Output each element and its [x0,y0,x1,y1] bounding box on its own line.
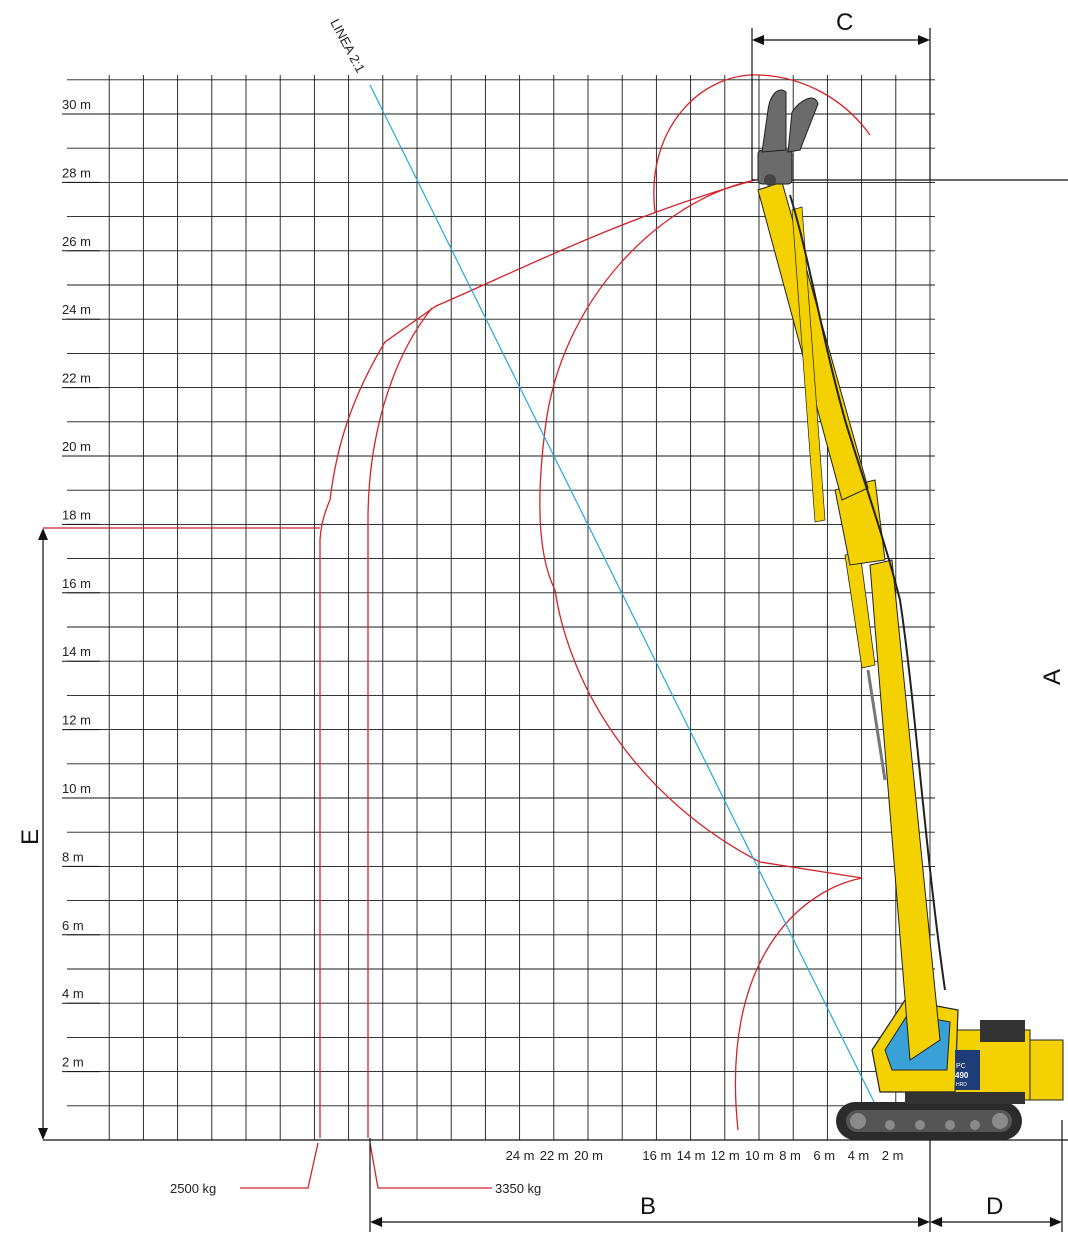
reach-label: 16 m [642,1148,671,1163]
envelope-top-arc [653,74,871,213]
load-leader-inner [369,1142,492,1189]
working-envelope [43,74,871,1189]
reach-axis: 24 m 22 m 20 m 16 m 14 m 12 m 10 m 8 m 6 m 4 m 2 m [506,1148,904,1163]
height-label: 14 m [62,644,91,659]
reach-label: 4 m [848,1148,870,1163]
reach-label: 24 m [506,1148,535,1163]
height-label: 4 m [62,986,84,1001]
envelope-outer-curve [319,179,756,1138]
model-number: 490 [955,1071,969,1080]
height-label: 28 m [62,165,91,180]
height-label: 12 m [62,713,91,728]
lower-boom [869,559,941,1061]
dimension-b: B [640,1193,656,1220]
height-label: 26 m [62,234,91,249]
reach-label: 22 m [540,1148,569,1163]
reach-label: 12 m [711,1148,740,1163]
reach-label: 2 m [882,1148,904,1163]
reach-label: 6 m [813,1148,835,1163]
height-label: 6 m [62,918,84,933]
height-label: 30 m [62,97,91,112]
reach-label: 10 m [745,1148,774,1163]
ratio-line [369,84,879,1111]
reach-grid [43,75,1068,1141]
ratio-line-label: LINEA 2:1 [327,16,368,75]
dimension-e: E [17,829,44,845]
height-label: 8 m [62,849,84,864]
height-label: 18 m [62,507,91,522]
load-leader-outer [240,1142,319,1189]
height-label: 10 m [62,781,91,796]
model-top: PC [956,1063,966,1070]
excavator-illustration: PC 490 HRD [757,89,1064,1140]
dimension-d: D [986,1193,1003,1220]
height-label: 2 m [62,1055,84,1070]
demolition-shear [757,89,819,186]
reach-label: 14 m [677,1148,706,1163]
reach-label: 20 m [574,1148,603,1163]
load-outer-label: 2500 kg [170,1181,216,1196]
height-label: 24 m [62,302,91,317]
height-label: 16 m [62,576,91,591]
reach-label: 8 m [779,1148,801,1163]
dimension-a: A [1039,669,1066,685]
envelope-shear-arc [539,179,863,1131]
height-axis: 2 m 4 m 6 m 8 m 10 m 12 m 14 m 16 m 18 m 20 m 22 m… [62,97,100,1073]
height-label: 20 m [62,439,91,454]
dimension-c: C [836,9,853,36]
envelope-inner-curve [367,307,433,1138]
model-suffix: HRD [956,1082,967,1088]
dimension-lines: C A E B D [17,9,1068,1232]
height-label: 22 m [62,371,91,386]
load-inner-label: 3350 kg [495,1181,541,1196]
